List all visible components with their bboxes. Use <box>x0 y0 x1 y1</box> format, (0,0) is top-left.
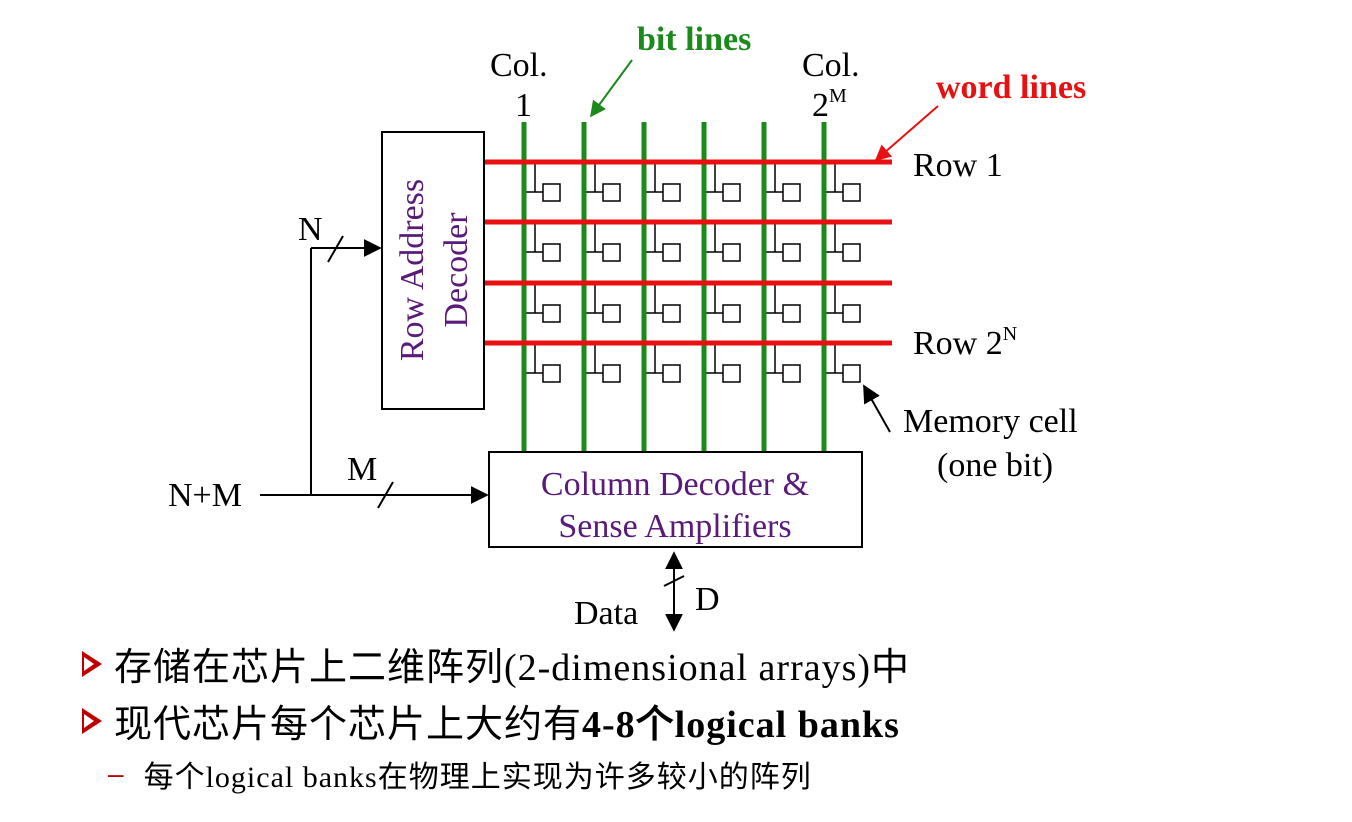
memory-cell <box>764 343 801 383</box>
col-decoder-label-line2: Sense Amplifiers <box>558 508 791 545</box>
row-decoder-label-line2: Decoder <box>438 212 475 328</box>
bit-lines <box>521 122 827 460</box>
n-bus-slash <box>327 235 344 263</box>
memory-cell <box>644 283 681 323</box>
memory-cell <box>824 162 861 202</box>
memory-cell-sublabel: (one bit) <box>937 447 1053 484</box>
memory-cell <box>644 222 681 262</box>
memory-cell <box>584 343 621 383</box>
column-decoder-box <box>488 451 863 548</box>
bit-lines-pointer <box>590 59 633 118</box>
nm-label: N+M <box>168 477 242 514</box>
memory-cell <box>584 222 621 262</box>
col1-label-top: Col. <box>490 47 548 84</box>
m-label: M <box>347 451 377 488</box>
memory-cell <box>764 222 801 262</box>
memory-cells <box>524 162 861 383</box>
memory-cell <box>704 162 741 202</box>
word-lines-pointer <box>874 105 939 162</box>
memory-cell <box>644 343 681 383</box>
colM-label-top: Col. <box>802 47 860 84</box>
memory-cell <box>824 283 861 323</box>
memory-cell <box>524 222 561 262</box>
memory-cell <box>824 343 861 383</box>
memory-cell <box>704 222 741 262</box>
memory-cell <box>824 222 861 262</box>
memory-cell <box>524 343 561 383</box>
data-bus-slash <box>663 575 685 587</box>
word-lines-label: word lines <box>936 69 1086 106</box>
colM-label-bottom: 2M <box>812 85 847 124</box>
word-lines <box>484 159 892 346</box>
memory-cell-pointer <box>863 384 891 433</box>
memory-cell <box>644 162 681 202</box>
memory-cell <box>524 283 561 323</box>
col1-label-bottom: 1 <box>515 87 532 124</box>
row1-label: Row 1 <box>913 147 1003 184</box>
m-bus-slash <box>377 481 394 509</box>
colM-label-sup: M <box>829 85 847 107</box>
row-decoder-label-line1: Row Address <box>394 179 431 361</box>
memory-cell <box>584 162 621 202</box>
row-address-decoder-box <box>381 131 485 410</box>
data-label: Data <box>574 595 638 632</box>
rowN-label-sup: N <box>1003 323 1017 345</box>
colM-label-base: 2 <box>812 87 829 124</box>
memory-cell <box>524 162 561 202</box>
n-label: N <box>298 211 323 248</box>
memory-cell <box>704 283 741 323</box>
rowN-label-base: Row 2 <box>913 325 1003 362</box>
rowN-label: Row 2N <box>913 323 1017 362</box>
memory-cell <box>584 283 621 323</box>
d-label: D <box>695 581 720 618</box>
col-decoder-label-line1: Column Decoder & <box>541 466 809 503</box>
memory-cell-label: Memory cell <box>903 403 1078 440</box>
memory-cell <box>704 343 741 383</box>
memory-cell <box>764 162 801 202</box>
bit-lines-label: bit lines <box>637 21 751 58</box>
memory-cell <box>764 283 801 323</box>
